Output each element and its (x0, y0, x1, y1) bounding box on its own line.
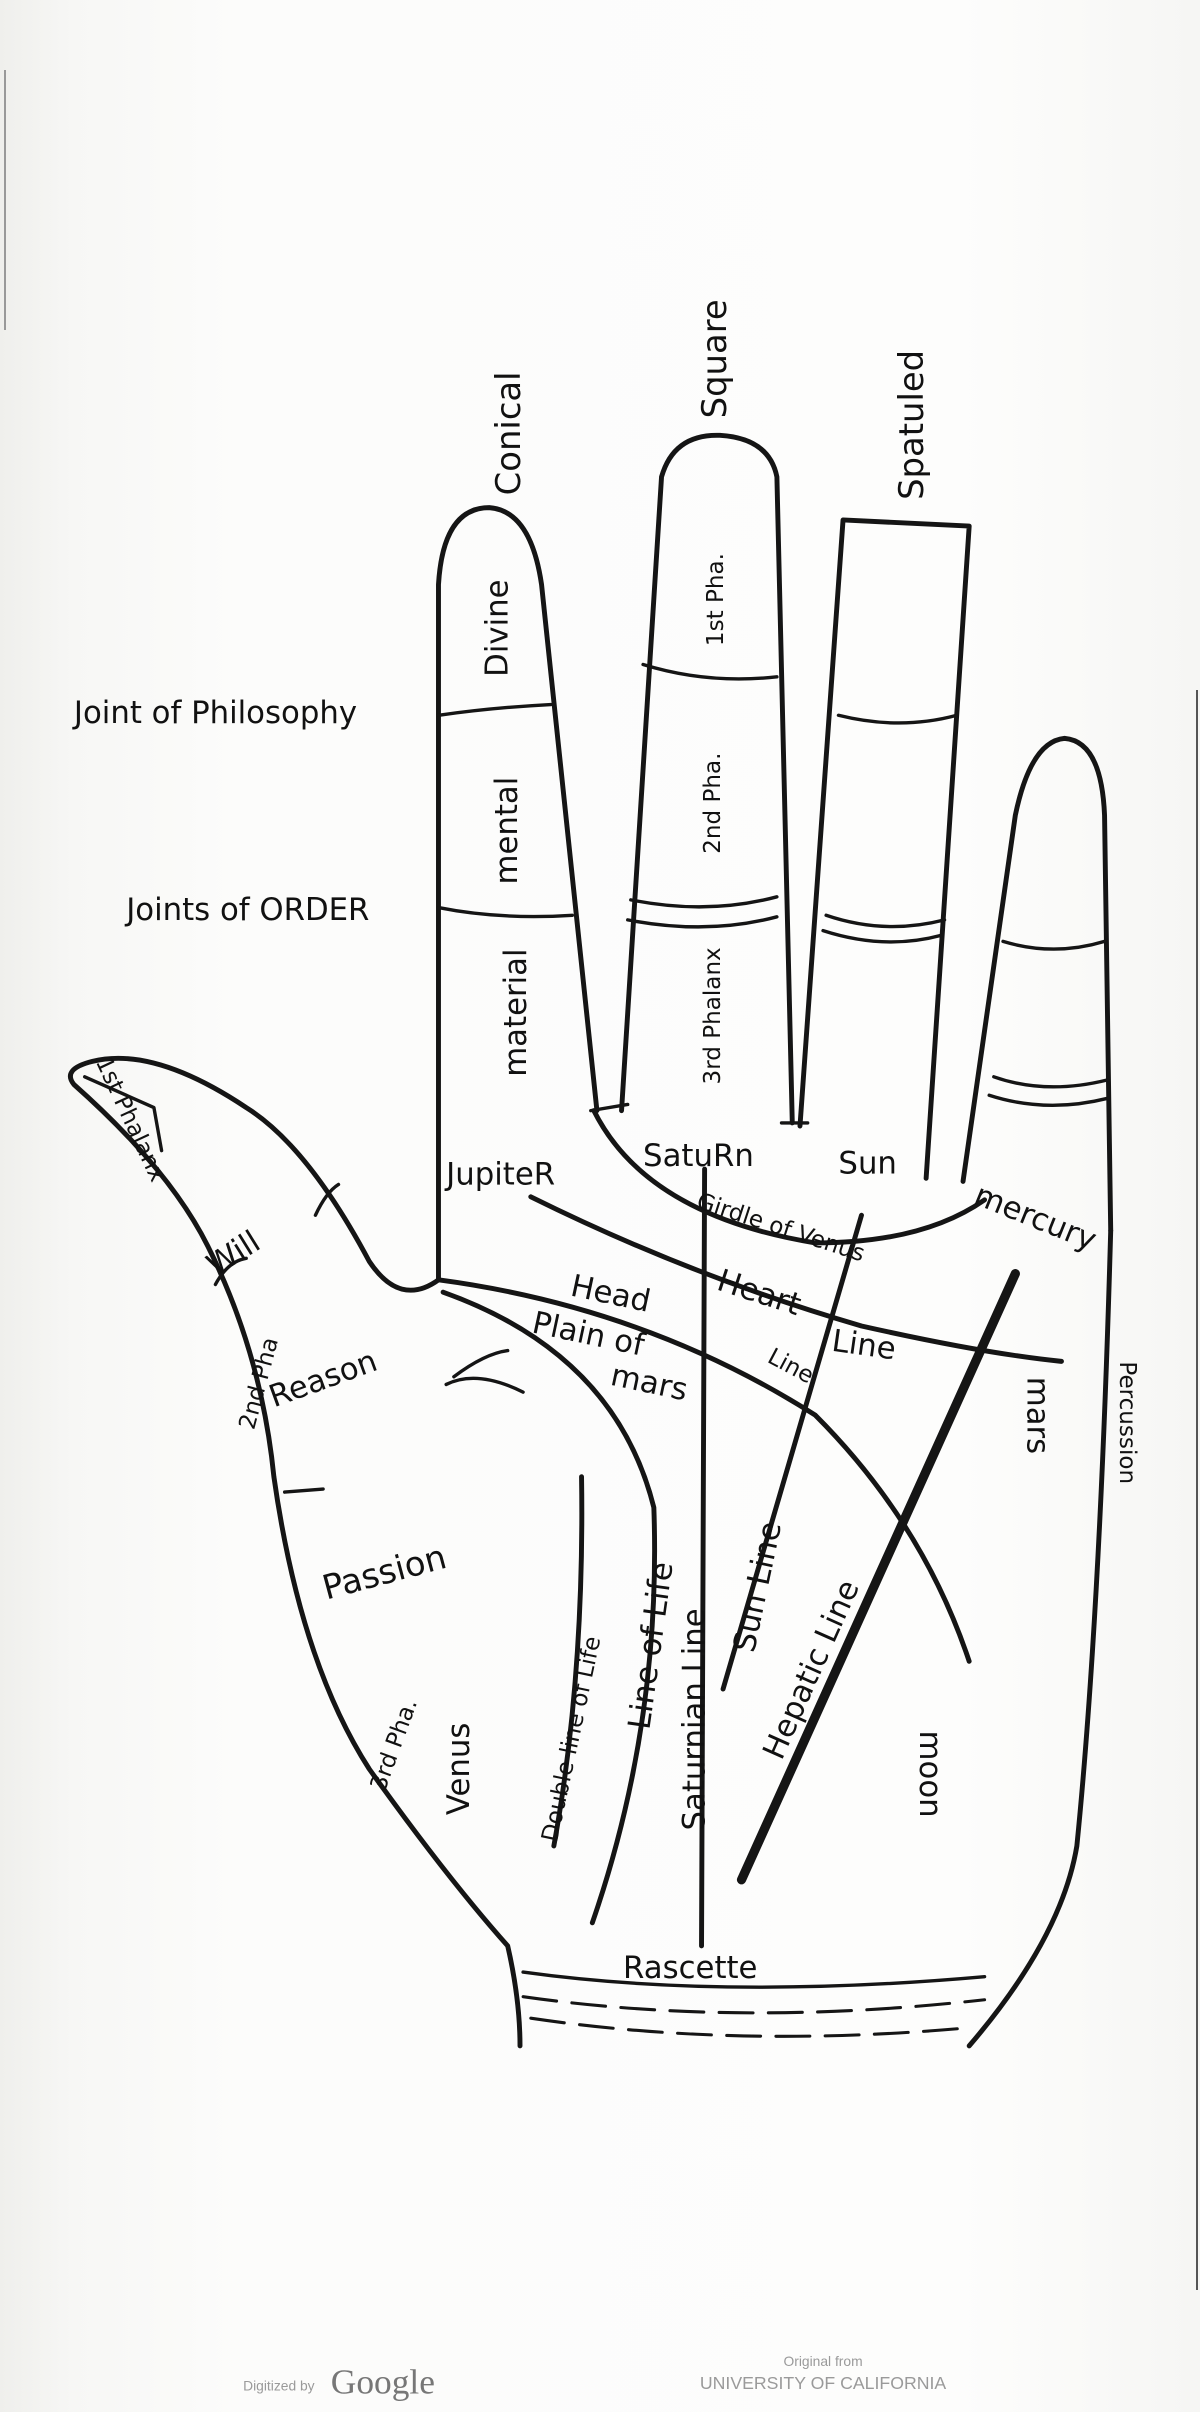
labels: Conical Square Spatuled Divine mental ma… (72, 299, 1140, 1986)
rascette-line (521, 1970, 987, 1989)
label-reason: Reason (264, 1343, 382, 1415)
label-line-of-life: Line of Life (621, 1560, 680, 1732)
thumb-joint (213, 1256, 248, 1287)
original-from-text: Original from (783, 2353, 862, 2369)
label-passion: Passion (318, 1537, 450, 1607)
label-spatuled: Spatuled (892, 350, 931, 500)
hand-outline (68, 432, 1114, 2049)
footer: Digitized by Google Original from UNIVER… (243, 2353, 946, 2402)
joint-line (641, 662, 779, 681)
double-line-of-life (551, 1474, 585, 1849)
palm-lines (436, 1108, 1064, 1949)
thumb-joint (282, 1487, 325, 1494)
label-girdle-of-venus: Girdle of Venus (694, 1189, 868, 1268)
label-plain-mars: mars (608, 1357, 691, 1408)
thumb-joint (313, 1182, 341, 1217)
label-venus: Venus (441, 1723, 477, 1816)
label-joints-of-order: Joints of ORDER (124, 892, 369, 928)
joint-line (992, 1075, 1110, 1089)
label-head-line: Line (763, 1344, 818, 1390)
label-middle-2nd-phalanx: 2nd Pha. (700, 752, 726, 853)
joint-line (436, 702, 553, 717)
thumb-outline (68, 1055, 523, 2049)
label-thumb-1st-phalanx: 1st Phalanx (90, 1053, 170, 1186)
label-square: Square (695, 299, 734, 418)
joint-line (836, 713, 959, 725)
little-finger-outline (960, 735, 1114, 1234)
label-conical: Conical (489, 371, 528, 495)
saturnian-line (699, 1166, 708, 1949)
label-sun: Sun (838, 1146, 896, 1182)
line-of-life (440, 1289, 658, 1926)
rascette-lines (521, 1970, 987, 2038)
middle-finger-outline (619, 432, 795, 1126)
label-mental: mental (489, 777, 525, 885)
joint-line (821, 928, 944, 944)
label-heart-line: Line (830, 1323, 898, 1368)
sun-line (720, 1212, 864, 1692)
label-mercury: mercury (969, 1177, 1101, 1258)
joint-line (987, 1093, 1110, 1107)
crease (444, 1376, 525, 1394)
scan-edge-left (4, 70, 6, 330)
label-jupiter: JupiteR (444, 1156, 555, 1192)
palm-percussion-edge (966, 1228, 1114, 2049)
thumbnail (82, 1075, 164, 1153)
label-heart: Heart (713, 1262, 806, 1323)
heart-line (528, 1194, 1064, 1364)
knuckle-mark (589, 1102, 630, 1113)
joint-line (629, 895, 779, 909)
joint-line (1001, 939, 1107, 951)
label-rascette: Rascette (623, 1950, 757, 1986)
ring-finger-outline (797, 517, 972, 1181)
label-mars: mars (1020, 1377, 1056, 1454)
university-text: UNIVERSITY OF CALIFORNIA (700, 2373, 947, 2393)
girdle-of-venus (591, 1108, 988, 1246)
label-saturn: SatuRn (643, 1138, 754, 1174)
label-moon: moon (912, 1731, 948, 1818)
joint-line (625, 915, 779, 929)
label-sun-line: Sun Line (726, 1518, 789, 1655)
rascette-line (521, 1995, 987, 2015)
digitized-by-text: Digitized by (243, 2377, 315, 2393)
index-finger-outline (436, 505, 600, 1283)
label-material: material (498, 948, 534, 1076)
label-will: Will (201, 1224, 267, 1284)
label-saturnian-line: Saturnian Line (677, 1608, 713, 1830)
crease (452, 1348, 510, 1379)
scan-edge-right (1196, 690, 1198, 2290)
label-percussion: Percussion (1114, 1361, 1140, 1484)
hepatic-line (736, 1269, 1020, 1885)
label-divine: Divine (480, 579, 516, 676)
rascette-line (529, 2016, 974, 2038)
label-joint-of-philosophy: Joint of Philosophy (72, 695, 357, 731)
google-logo: Google (331, 2362, 435, 2402)
joint-line (824, 913, 947, 929)
label-middle-3rd-phalanx: 3rd Phalanx (700, 947, 726, 1084)
label-head: Head (568, 1268, 654, 1320)
label-thumb-3rd-phalanx: 3rd Pha. (366, 1695, 423, 1794)
joint-line (436, 905, 575, 919)
label-double-line-of-life: Double line of Life (537, 1634, 606, 1844)
label-middle-1st-phalanx: 1st Pha. (703, 553, 729, 646)
